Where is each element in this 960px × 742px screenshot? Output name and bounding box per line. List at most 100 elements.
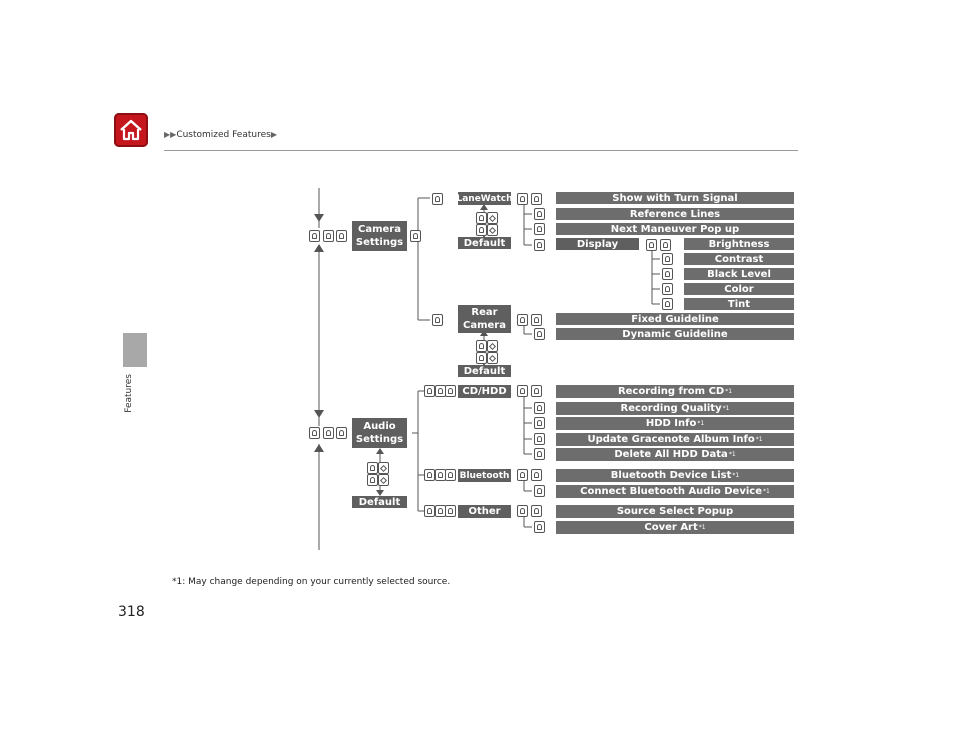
other-box[interactable]: Other xyxy=(458,505,511,518)
recording-quality-item[interactable]: Recording Quality*1 xyxy=(556,402,794,415)
hdd-info-label: HDD Info xyxy=(645,418,697,429)
footnote-mark: *1 xyxy=(725,388,733,395)
delete-all-hdd-item[interactable]: Delete All HDD Data*1 xyxy=(556,448,794,461)
knob-icon xyxy=(534,239,545,251)
recording-quality-label: Recording Quality xyxy=(620,403,722,414)
rear-camera-box[interactable]: Rear Camera xyxy=(458,305,511,333)
footnote-mark: *1 xyxy=(762,488,770,495)
knob-icon xyxy=(432,193,443,205)
page-number: 318 xyxy=(118,604,145,620)
connect-bluetooth-audio-item[interactable]: Connect Bluetooth Audio Device*1 xyxy=(556,485,794,498)
knob-icon xyxy=(309,427,320,439)
tint-item[interactable]: Tint xyxy=(684,298,794,310)
recording-from-cd-item[interactable]: Recording from CD*1 xyxy=(556,385,794,398)
knob-icon xyxy=(476,352,487,364)
footnote-mark: *1 xyxy=(698,524,706,531)
audio-settings-box[interactable]: Audio Settings xyxy=(352,418,407,448)
update-gracenote-label: Update Gracenote Album Info xyxy=(587,434,755,445)
knob-icon xyxy=(531,505,542,517)
knob-icon xyxy=(531,385,542,397)
black-level-item[interactable]: Black Level xyxy=(684,268,794,280)
knob-icon xyxy=(476,224,487,236)
bluetooth-device-list-label: Bluetooth Device List xyxy=(610,470,732,481)
connect-bluetooth-audio-label: Connect Bluetooth Audio Device xyxy=(580,486,762,497)
header-divider xyxy=(164,150,798,151)
knob-icon xyxy=(531,314,542,326)
bluetooth-device-list-item[interactable]: Bluetooth Device List*1 xyxy=(556,469,794,482)
knob-icon xyxy=(534,433,545,445)
lanewatch-box[interactable]: LaneWatch xyxy=(456,192,513,205)
knob-icon xyxy=(410,230,421,242)
knob-icon xyxy=(534,328,545,340)
cover-art-label: Cover Art xyxy=(644,522,698,533)
recording-from-cd-label: Recording from CD xyxy=(617,386,725,397)
knob-icon xyxy=(323,230,334,242)
contrast-item[interactable]: Contrast xyxy=(684,253,794,265)
knob-icon xyxy=(445,469,456,481)
update-gracenote-item[interactable]: Update Gracenote Album Info*1 xyxy=(556,433,794,446)
lanewatch-default-box[interactable]: Default xyxy=(458,237,511,249)
sidebar-tab[interactable] xyxy=(123,333,147,367)
footnote-mark: *1 xyxy=(697,420,705,427)
footnote-mark: *1 xyxy=(732,472,740,479)
breadcrumb-link[interactable]: Customized Features xyxy=(176,130,271,140)
knob-icon xyxy=(660,239,671,251)
color-item[interactable]: Color xyxy=(684,283,794,295)
knob-icon xyxy=(517,193,528,205)
close-icon xyxy=(378,462,389,474)
knob-icon xyxy=(662,268,673,280)
breadcrumb[interactable]: ▶▶Customized Features▶ xyxy=(164,130,277,140)
knob-icon xyxy=(424,469,435,481)
knob-icon xyxy=(534,521,545,533)
knob-icon xyxy=(309,230,320,242)
knob-icon xyxy=(662,298,673,310)
knob-icon xyxy=(646,239,657,251)
fixed-guideline-item[interactable]: Fixed Guideline xyxy=(556,313,794,325)
footnote: *1: May change depending on your current… xyxy=(172,577,451,587)
bluetooth-box[interactable]: Bluetooth xyxy=(458,469,511,482)
knob-icon xyxy=(367,462,378,474)
brightness-item[interactable]: Brightness xyxy=(684,238,794,250)
knob-icon xyxy=(534,448,545,460)
knob-icon xyxy=(323,427,334,439)
knob-icon xyxy=(336,230,347,242)
close-icon xyxy=(378,474,389,486)
knob-icon xyxy=(424,385,435,397)
knob-icon xyxy=(517,314,528,326)
hdd-info-item[interactable]: HDD Info*1 xyxy=(556,417,794,430)
knob-icon xyxy=(534,402,545,414)
knob-icon xyxy=(662,283,673,295)
knob-icon xyxy=(531,193,542,205)
camera-settings-box[interactable]: Camera Settings xyxy=(352,221,407,251)
knob-icon xyxy=(367,474,378,486)
cd-hdd-box[interactable]: CD/HDD xyxy=(458,385,511,398)
delete-all-hdd-label: Delete All HDD Data xyxy=(614,449,728,460)
close-icon xyxy=(487,340,498,352)
knob-icon xyxy=(531,469,542,481)
breadcrumb-prefix: ▶▶ xyxy=(164,130,177,139)
dynamic-guideline-item[interactable]: Dynamic Guideline xyxy=(556,328,794,340)
footnote-mark: *1 xyxy=(755,436,763,443)
home-button[interactable] xyxy=(114,113,148,147)
knob-icon xyxy=(445,385,456,397)
close-icon xyxy=(487,212,498,224)
knob-icon xyxy=(476,212,487,224)
knob-icon xyxy=(662,253,673,265)
home-icon xyxy=(120,119,142,141)
display-box[interactable]: Display xyxy=(556,238,639,250)
source-select-popup-item[interactable]: Source Select Popup xyxy=(556,505,794,518)
show-with-turn-signal-item[interactable]: Show with Turn Signal xyxy=(556,192,794,204)
next-maneuver-pop-up-item[interactable]: Next Maneuver Pop up xyxy=(556,223,794,235)
cover-art-item[interactable]: Cover Art*1 xyxy=(556,521,794,534)
close-icon xyxy=(487,224,498,236)
knob-icon xyxy=(534,417,545,429)
knob-icon xyxy=(476,340,487,352)
knob-icon xyxy=(336,427,347,439)
reference-lines-item[interactable]: Reference Lines xyxy=(556,208,794,220)
audio-default-box[interactable]: Default xyxy=(352,496,407,508)
knob-icon xyxy=(534,485,545,497)
knob-icon xyxy=(432,314,443,326)
knob-icon xyxy=(517,505,528,517)
rear-camera-default-box[interactable]: Default xyxy=(458,365,511,377)
